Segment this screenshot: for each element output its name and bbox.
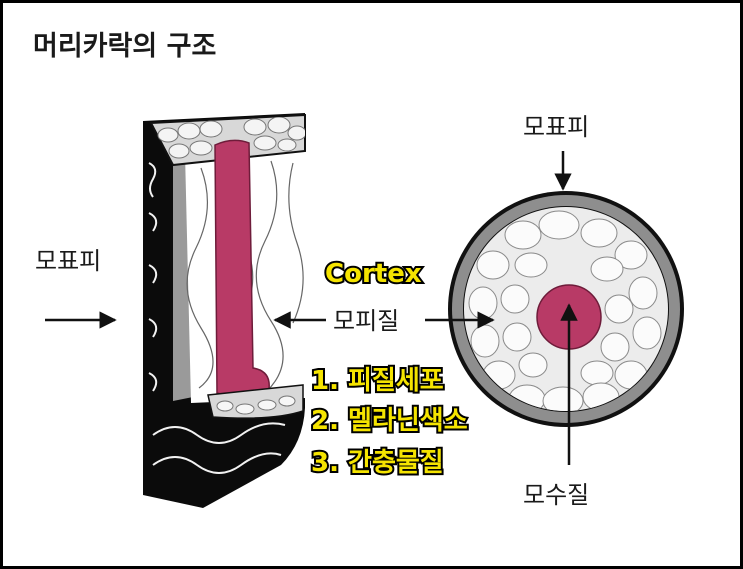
cuticle-scale-lines — [148, 162, 286, 474]
cortex-english-label: Cortex — [325, 259, 422, 289]
top-cortex-cells — [157, 117, 305, 159]
bottom-cross-section — [207, 384, 304, 419]
cortex-component-item: 3. 간충물질 — [311, 448, 444, 478]
medulla-label: 모수질 — [523, 481, 589, 509]
diagram-canvas: 머리카락의 구조 — [33, 31, 684, 509]
bottom-cortex-cells — [216, 395, 296, 415]
cortex-components-list: 1. 피질세포 2. 멜라닌색소 3. 간충물질 — [309, 364, 470, 480]
cuticle-left-label: 모표피 — [35, 247, 101, 275]
cortex-component-item: 2. 멜라닌색소 — [311, 406, 468, 436]
cortex-korean-label: 모피질 — [333, 307, 399, 335]
annotation-arrows — [45, 151, 578, 465]
cuticle-right-label: 모표피 — [523, 113, 589, 141]
cortex-component-item: 1. 피질세포 — [311, 366, 444, 396]
page-title: 머리카락의 구조 — [33, 31, 216, 62]
cross-section-illustration — [448, 191, 684, 427]
hair-strand-illustration — [143, 113, 306, 508]
